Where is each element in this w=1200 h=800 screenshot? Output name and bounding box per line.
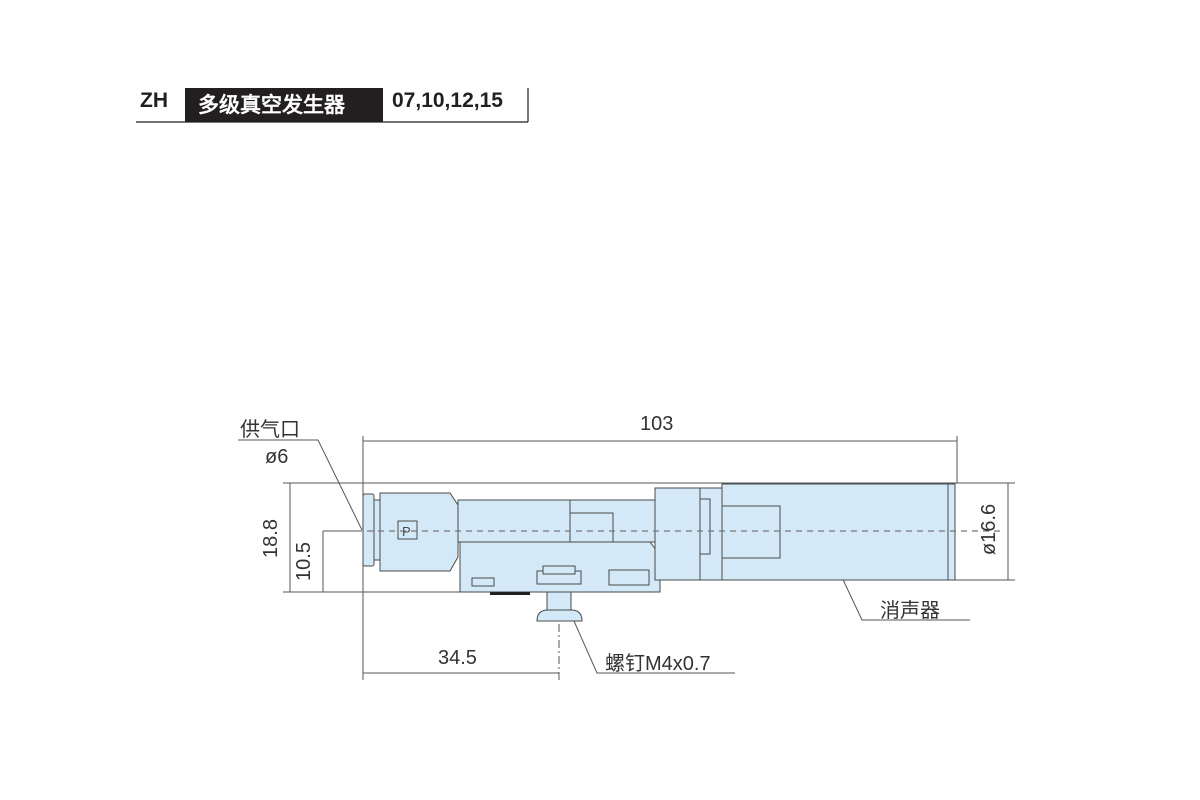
title-background <box>185 88 383 122</box>
silencer-diameter-dimension: ø16.6 <box>978 503 1001 556</box>
push-in-fitting <box>379 492 459 572</box>
gasket <box>490 592 530 595</box>
series-code: ZH <box>140 89 168 112</box>
silencer-label: 消声器 <box>880 600 940 622</box>
model-numbers: 07,10,12,15 <box>392 89 503 112</box>
brand-logo <box>397 520 418 540</box>
screw-label: 螺钉M4x0.7 <box>605 653 711 675</box>
screw <box>536 565 583 622</box>
supply-port-size-label: ø6 <box>265 446 289 468</box>
center-height-dimension: 10.5 <box>292 542 315 581</box>
height-dimension: 18.8 <box>259 519 282 558</box>
supply-port-label: 供气口 <box>240 419 300 441</box>
header-rules <box>136 88 529 123</box>
svg-text:P: P <box>402 524 411 539</box>
overall-length-dimension: 103 <box>640 413 674 435</box>
screw-position-dimension: 34.5 <box>438 647 477 669</box>
vacuum-generator-body: P <box>362 483 956 593</box>
supply-port-flange <box>362 493 375 567</box>
product-title: 多级真空发生器 <box>198 93 345 117</box>
